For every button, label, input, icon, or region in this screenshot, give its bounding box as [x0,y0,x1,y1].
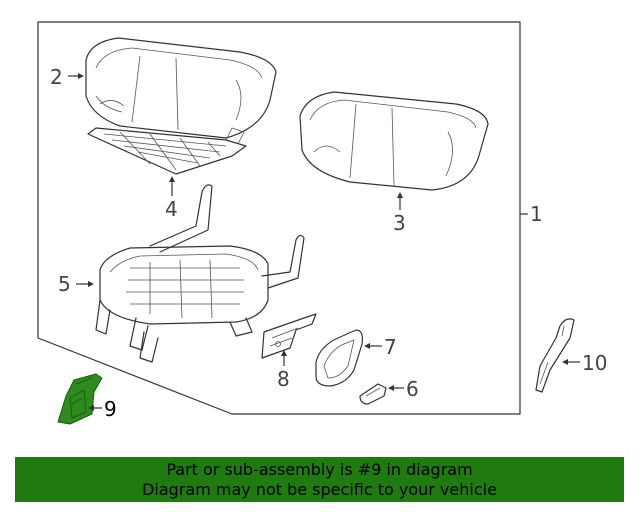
callout-3: 3 [393,211,406,235]
callout-1: 1 [530,202,543,226]
callout-5: 5 [58,272,71,296]
part-9-highlighted[interactable] [57,373,103,425]
highlight-banner: Part or sub-assembly is #9 in diagram Di… [15,457,624,502]
part-5-seat-frame[interactable] [95,184,305,363]
part-7-trim-cover[interactable] [315,329,363,387]
part-6-knob[interactable] [359,383,387,405]
callout-8: 8 [277,367,290,391]
callout-9: 9 [104,397,117,421]
part-4-heater-mat[interactable] [87,127,247,175]
part-2-cushion-pad[interactable] [85,37,277,139]
banner-line-1: Part or sub-assembly is #9 in diagram [166,459,473,479]
callout-7: 7 [384,335,397,359]
assembly-outline [37,21,521,415]
callout-4: 4 [165,197,178,221]
callout-10: 10 [582,351,607,375]
part-10-rail-cover[interactable] [535,318,575,393]
banner-line-2: Diagram may not be specific to your vehi… [142,479,497,499]
callout-6: 6 [406,377,419,401]
part-8-bracket[interactable] [261,313,317,359]
callout-2: 2 [50,65,63,89]
part-3-cushion-cover[interactable] [299,91,489,191]
